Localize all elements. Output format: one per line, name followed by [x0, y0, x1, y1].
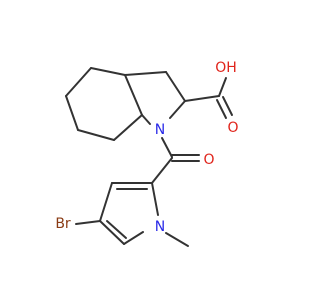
bond — [169, 100, 186, 119]
atom-label-acid-oxygen: O — [227, 120, 238, 136]
bond — [90, 67, 126, 76]
atom-labels: OH O N O Br N — [55, 60, 238, 235]
bond — [218, 77, 227, 97]
bond — [161, 137, 173, 158]
bond — [184, 95, 220, 102]
bond — [124, 74, 143, 116]
bond — [99, 182, 113, 222]
bond — [216, 99, 227, 119]
bond — [106, 220, 127, 239]
atom-label-bromine: Br — [55, 216, 71, 232]
bond — [65, 95, 79, 131]
molecule-structure: OH O N O Br N — [55, 60, 239, 247]
bond — [165, 232, 189, 247]
molecule-canvas: OH O N O Br N — [55, 60, 239, 247]
bond — [77, 129, 115, 141]
atom-label-amide-oxygen: O — [203, 152, 214, 168]
bond — [151, 157, 173, 184]
bond — [151, 182, 159, 216]
bond — [99, 220, 125, 245]
bond — [113, 114, 143, 141]
bonds — [65, 67, 233, 247]
atom-label-oh: OH — [215, 60, 237, 76]
bond — [75, 220, 101, 225]
bond — [123, 231, 144, 245]
bond — [222, 96, 233, 116]
bond — [124, 71, 167, 76]
bond — [165, 71, 186, 102]
atom-label-pyrrole-nitrogen: N — [155, 219, 165, 235]
bond — [65, 67, 92, 97]
atom-label-indoline-nitrogen: N — [155, 122, 165, 138]
bond — [141, 114, 151, 125]
